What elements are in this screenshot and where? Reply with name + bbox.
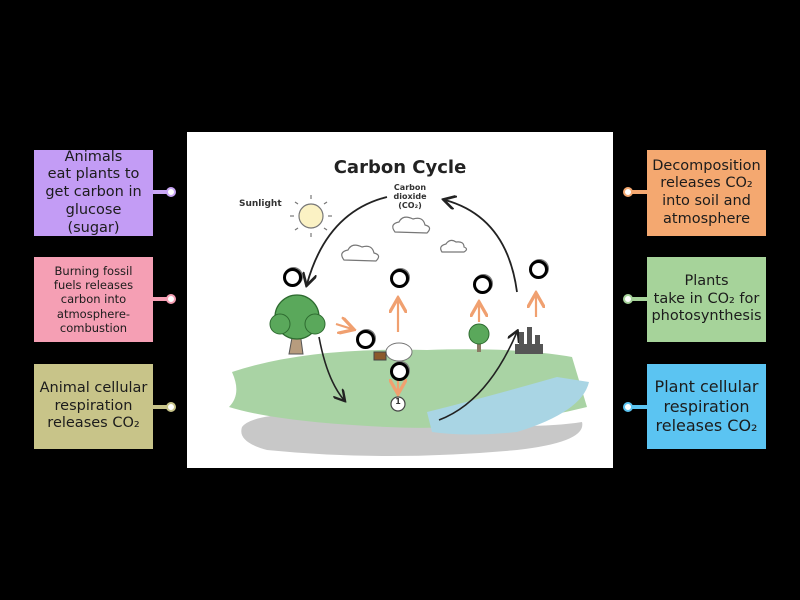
card-animals-eat-plants[interactable]: Animals eat plants to get carbon in gluc… bbox=[34, 148, 153, 236]
card-connector bbox=[153, 297, 167, 301]
card-connector bbox=[632, 405, 647, 409]
card-decomposition[interactable]: Decomposition releases CO₂ into soil and… bbox=[647, 150, 766, 236]
card-text: Animal cellular respiration releases CO₂ bbox=[39, 379, 148, 432]
card-animal-respiration[interactable]: Animal cellular respiration releases CO₂ bbox=[34, 364, 153, 449]
cloud-icon bbox=[440, 239, 468, 253]
cloud-icon bbox=[392, 216, 431, 234]
sunlight-label: Sunlight bbox=[239, 199, 282, 209]
cycle-arrow bbox=[438, 332, 517, 421]
card-plant-respiration[interactable]: Plant cellular respiration releases CO₂ bbox=[647, 364, 766, 449]
card-text: Decomposition releases CO₂ into soil and… bbox=[652, 157, 761, 227]
drop-target[interactable] bbox=[390, 269, 409, 288]
drop-target[interactable] bbox=[356, 330, 375, 349]
card-text: Plant cellular respiration releases CO₂ bbox=[654, 377, 759, 436]
card-connector bbox=[153, 190, 167, 194]
sheep-icon bbox=[385, 342, 413, 362]
card-text: Animals eat plants to get carbon in gluc… bbox=[45, 148, 142, 236]
card-plants-photosynthesis[interactable]: Plants take in CO₂ for photosynthesis bbox=[647, 257, 766, 342]
card-text: Plants take in CO₂ for photosynthesis bbox=[651, 272, 762, 325]
cycle-arrow bbox=[318, 336, 344, 400]
ground-shadow bbox=[241, 413, 583, 456]
carbon-cycle-diagram: Carbon Cycle Sunlight Carbon dioxide (CO… bbox=[187, 132, 613, 468]
drop-target[interactable] bbox=[529, 260, 548, 279]
factory-icon bbox=[515, 327, 543, 354]
water bbox=[427, 377, 589, 435]
drop-target[interactable] bbox=[390, 362, 409, 381]
diagram-illustration bbox=[229, 132, 589, 456]
cloud-icon bbox=[341, 244, 380, 262]
drop-target[interactable] bbox=[473, 275, 492, 294]
card-connector bbox=[632, 297, 647, 301]
connector-dot[interactable] bbox=[166, 402, 176, 412]
small-tree-icon bbox=[468, 323, 490, 345]
card-text: Burning fossil fuels releases carbon int… bbox=[53, 264, 134, 335]
card-connector bbox=[153, 405, 167, 409]
sun-icon bbox=[298, 203, 324, 229]
diagram-title: Carbon Cycle bbox=[333, 157, 467, 178]
connector-dot[interactable] bbox=[166, 294, 176, 304]
card-burning-fossil-fuels[interactable]: Burning fossil fuels releases carbon int… bbox=[34, 257, 153, 342]
drop-target[interactable] bbox=[283, 268, 302, 287]
cycle-arrow bbox=[307, 196, 388, 284]
co2-label: Carbon dioxide (CO₂) bbox=[393, 183, 427, 210]
numbered-marker: 1 bbox=[395, 397, 401, 406]
card-connector bbox=[632, 190, 647, 194]
cycle-arrow bbox=[445, 200, 518, 293]
connector-dot[interactable] bbox=[166, 187, 176, 197]
